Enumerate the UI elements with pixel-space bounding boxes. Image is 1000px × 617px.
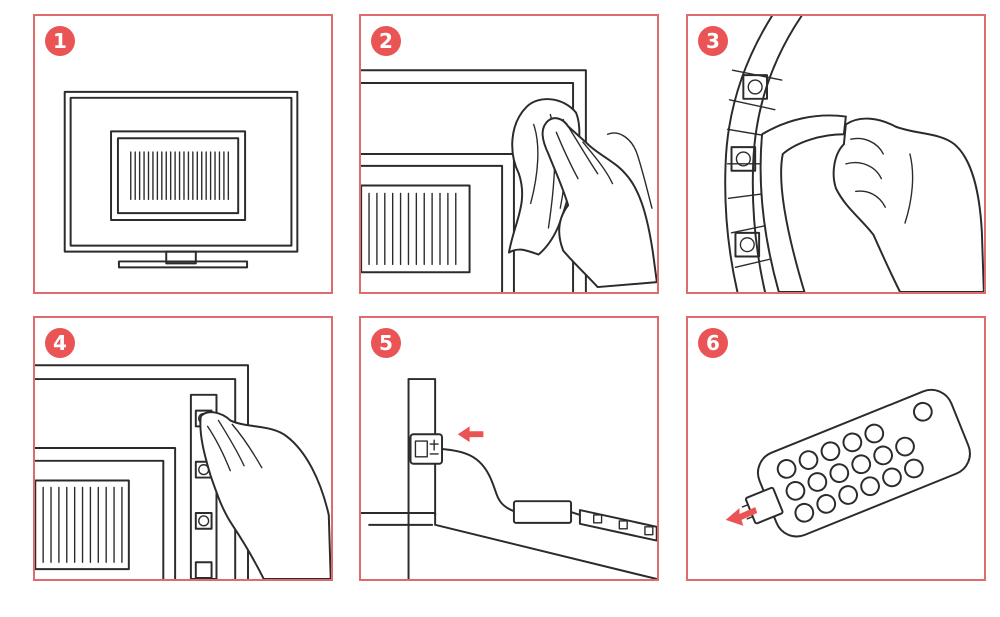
led-chip-group [730, 74, 768, 258]
step-3-panel: 3 [686, 14, 986, 294]
wipe-cloth-icon [361, 69, 657, 292]
press-strip-icon [35, 364, 331, 579]
step-4-panel: 4 [33, 316, 333, 581]
tv-screen-bars [130, 151, 230, 201]
step-badge: 3 [698, 26, 728, 56]
usb-plug-icon [361, 378, 657, 579]
peel-tape-icon [724, 16, 984, 292]
step-badge: 5 [371, 328, 401, 358]
step-badge: 4 [45, 328, 75, 358]
step-5-panel: 5 [359, 316, 659, 581]
step-1-panel: 1 [33, 14, 333, 294]
remote-button-grid [776, 423, 924, 523]
remote-battery-icon [725, 388, 971, 538]
step-2-panel: 2 [359, 14, 659, 294]
step-6-panel: 6 [686, 316, 986, 581]
step-badge: 2 [371, 26, 401, 56]
tv-icon [63, 90, 299, 269]
step-badge: 6 [698, 328, 728, 358]
vent-slots [368, 192, 457, 266]
step-badge: 1 [45, 26, 75, 56]
